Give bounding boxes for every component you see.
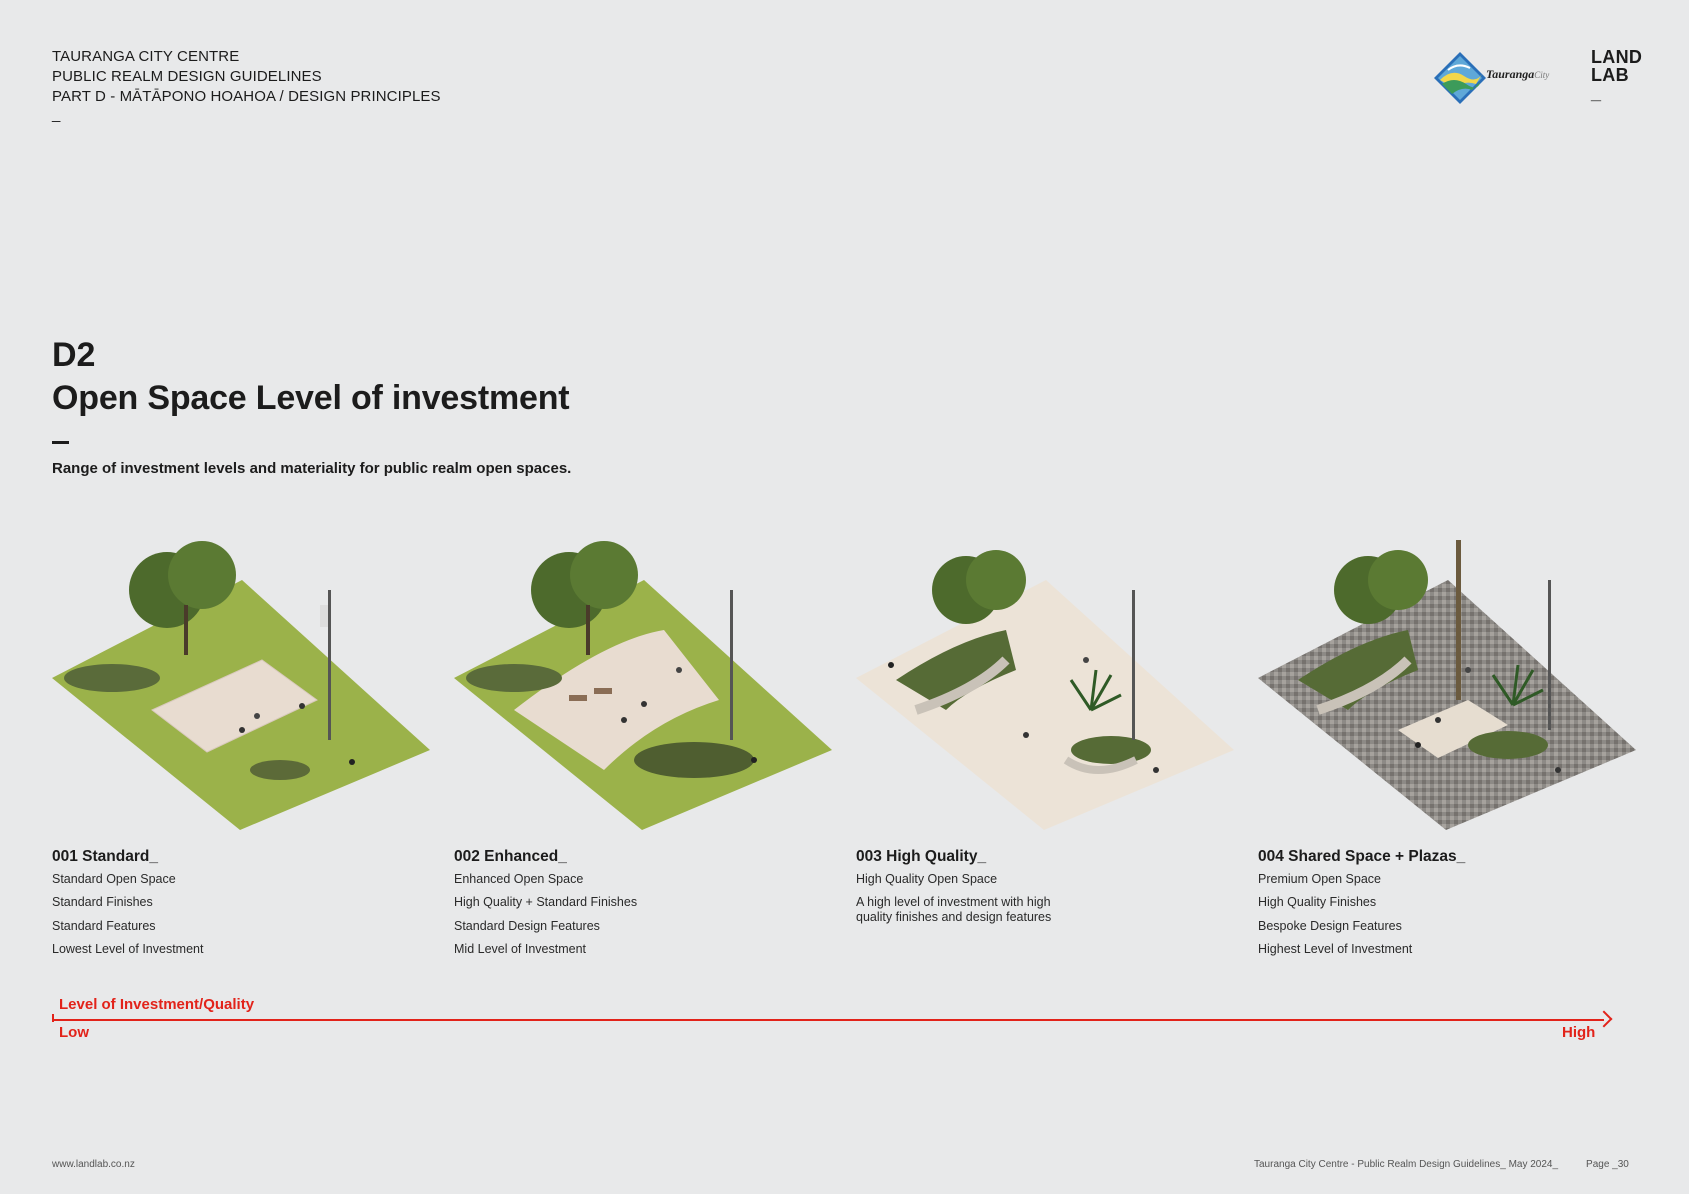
tier-item: Bespoke Design Features — [1258, 918, 1402, 933]
tauranga-logo-icon — [1434, 52, 1486, 104]
footer-document-title: Tauranga City Centre - Public Realm Desi… — [1254, 1159, 1559, 1170]
tier-item: Standard Finishes — [52, 895, 153, 910]
section-dash — [52, 441, 69, 444]
shared-space-plaza-illustration — [1258, 540, 1636, 830]
tier-title: 002 Enhanced_ — [454, 848, 567, 865]
tier-item: Standard Design Features — [454, 918, 600, 933]
tier-title: 001 Standard_ — [52, 848, 158, 865]
scale-start-tick — [52, 1014, 54, 1022]
header-dash: _ — [52, 106, 61, 123]
tier-item: Standard Open Space — [52, 872, 176, 886]
tauranga-city-logo: TaurangaCity — [1432, 50, 1557, 106]
high-quality-open-space-illustration — [856, 550, 1234, 830]
scale-label: Level of Investment/Quality — [59, 996, 255, 1013]
tier-high-quality: 003 High Quality_ High Quality Open Spac… — [856, 520, 1256, 924]
tier-item: Enhanced Open Space — [454, 872, 584, 886]
tier-title: 004 Shared Space + Plazas_ — [1258, 848, 1466, 865]
tier-enhanced: 002 Enhanced_ Enhanced Open Space High Q… — [454, 520, 854, 956]
tier-title: 003 High Quality_ — [856, 848, 987, 865]
standard-open-space-illustration — [52, 541, 430, 830]
footer-website: www.landlab.co.nz — [52, 1159, 135, 1170]
tier-item: A high level of investment with high qua… — [856, 895, 1052, 925]
scale-high-label: High — [1562, 1024, 1596, 1041]
landlab-logo-line-2: LAB — [1591, 65, 1629, 85]
landlab-logo-line-1: LAND — [1591, 47, 1643, 67]
tier-item: High Quality Open Space — [856, 872, 998, 886]
page-title: Open Space Level of investment — [52, 379, 570, 417]
tier-item: High Quality + Standard Finishes — [454, 895, 638, 910]
tier-standard: 001 Standard_ Standard Open Space Standa… — [52, 520, 452, 956]
tier-shared-space-plazas-text: 004 Shared Space + Plazas_ Premium Open … — [1258, 848, 1638, 965]
header-line-3: PART D - MĀTĀPONO HOAHOA / DESIGN PRINCI… — [52, 88, 441, 105]
tier-item: High Quality Finishes — [1258, 895, 1377, 910]
landlab-logo: LAND LAB _ — [1591, 48, 1642, 102]
section-subtitle: Range of investment levels and materiali… — [52, 460, 572, 477]
page-number: Page _30 — [1586, 1159, 1629, 1170]
arrow-right-icon — [1595, 1010, 1613, 1028]
tier-shared-space-plazas: 004 Shared Space + Plazas_ Premium Open … — [1258, 520, 1658, 956]
tier-item: Lowest Level of Investment — [52, 941, 204, 956]
tier-enhanced-text: 002 Enhanced_ Enhanced Open Space High Q… — [454, 848, 834, 965]
footer-document-info: Tauranga City Centre - Public Realm Desi… — [1254, 1159, 1629, 1170]
tier-item: Highest Level of Investment — [1258, 941, 1413, 956]
scale-line — [52, 1019, 1604, 1021]
landlab-logo-dash: _ — [1591, 83, 1602, 103]
tier-standard-text: 001 Standard_ Standard Open Space Standa… — [52, 848, 432, 965]
section-code: D2 — [52, 336, 96, 374]
tier-item: Premium Open Space — [1258, 872, 1381, 886]
header-line-1: TAURANGA CITY CENTRE — [52, 48, 240, 65]
scale-low-label: Low — [59, 1024, 89, 1041]
tier-item: Mid Level of Investment — [454, 941, 587, 956]
tauranga-wordmark: TaurangaCity — [1486, 67, 1550, 81]
tier-high-quality-text: 003 High Quality_ High Quality Open Spac… — [856, 848, 1236, 934]
document-header: TAURANGA CITY CENTRE PUBLIC REALM DESIGN… — [52, 47, 441, 123]
header-line-2: PUBLIC REALM DESIGN GUIDELINES — [52, 68, 322, 85]
enhanced-open-space-illustration — [454, 541, 832, 830]
tier-item: Standard Features — [52, 918, 156, 933]
